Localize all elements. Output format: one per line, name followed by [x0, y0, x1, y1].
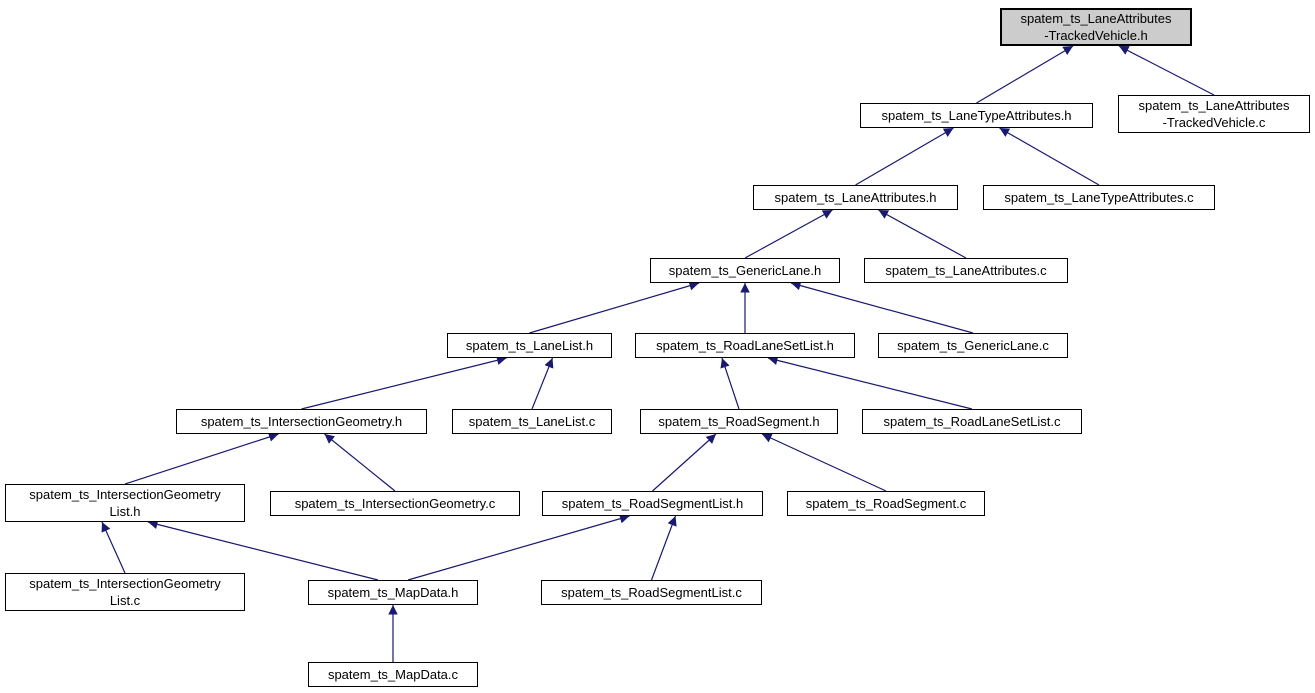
- graph-node-label: spatem_ts_GenericLane.h: [668, 263, 822, 278]
- graph-node-road-lane-set-list-h[interactable]: spatem_ts_RoadLaneSetList.h: [635, 333, 855, 358]
- include-edge-lane-attributes-h--lane-type-attributes-h: [855, 127, 954, 186]
- include-edge-intersection-geometry-h--lane-list-h: [301, 355, 507, 410]
- include-edge-generic-lane-c--generic-lane-h: [790, 280, 974, 334]
- include-edge-lane-attributes-tracked-vehicle-c--lane-attributes-tracked-vehicle-h: [1118, 45, 1215, 96]
- graph-node-label: -TrackedVehicle.c: [1162, 115, 1266, 130]
- include-edge-road-segment-list-c--road-segment-list-h: [650, 515, 677, 581]
- graph-node-label: spatem_ts_LaneAttributes: [1138, 98, 1290, 113]
- graph-node-label: spatem_ts_MapData.h: [327, 585, 459, 600]
- graph-node-label: spatem_ts_MapData.c: [327, 667, 459, 682]
- graph-node-label: spatem_ts_LaneTypeAttributes.h: [881, 108, 1072, 123]
- graph-node-label: spatem_ts_RoadSegment.h: [658, 414, 820, 429]
- graph-node-label: spatem_ts_LaneList.c: [468, 414, 596, 429]
- graph-node-lane-attributes-tracked-vehicle-c[interactable]: spatem_ts_LaneAttributes -TrackedVehicle.…: [1118, 95, 1310, 133]
- include-edge-road-lane-set-list-c--road-lane-set-list-h: [767, 355, 973, 410]
- graph-node-label: List.h: [109, 504, 141, 519]
- graph-node-lane-type-attributes-c[interactable]: spatem_ts_LaneTypeAttributes.c: [983, 185, 1215, 210]
- include-edge-generic-lane-h--lane-attributes-h: [744, 209, 833, 259]
- graph-node-label: spatem_ts_RoadLaneSetList.c: [883, 414, 1061, 429]
- graph-node-generic-lane-h[interactable]: spatem_ts_GenericLane.h: [650, 258, 840, 283]
- include-edge-intersection-geometry-c--intersection-geometry-h: [324, 433, 396, 492]
- graph-node-label: -TrackedVehicle.h: [1044, 28, 1148, 43]
- graph-node-label: spatem_ts_IntersectionGeometry: [29, 576, 221, 591]
- graph-node-intersection-geometry-c[interactable]: spatem_ts_IntersectionGeometry.c: [270, 491, 520, 516]
- graph-node-lane-type-attributes-h[interactable]: spatem_ts_LaneTypeAttributes.h: [860, 103, 1093, 128]
- include-edge-lane-type-attributes-c--lane-type-attributes-h: [999, 127, 1100, 186]
- graph-node-label: spatem_ts_IntersectionGeometry.c: [294, 496, 496, 511]
- graph-node-label: spatem_ts_LaneTypeAttributes.c: [1004, 190, 1194, 205]
- graph-node-label: List.c: [109, 593, 141, 608]
- include-edge-intersection-geometry-list-h--intersection-geometry-h: [124, 432, 279, 485]
- include-edge-lane-attributes-c--lane-attributes-h: [878, 209, 967, 259]
- graph-node-label: spatem_ts_LaneAttributes.c: [885, 263, 1047, 278]
- include-edge-lane-type-attributes-h--lane-attributes-tracked-vehicle-h: [976, 45, 1074, 104]
- include-edge-road-segment-c--road-segment-h: [761, 433, 887, 492]
- graph-node-road-segment-list-c[interactable]: spatem_ts_RoadSegmentList.c: [541, 580, 762, 605]
- graph-node-label: spatem_ts_IntersectionGeometry.h: [200, 414, 403, 429]
- graph-node-label: spatem_ts_LaneAttributes.h: [774, 190, 937, 205]
- graph-node-label: spatem_ts_IntersectionGeometry: [29, 487, 221, 502]
- graph-node-lane-list-h[interactable]: spatem_ts_LaneList.h: [447, 333, 612, 358]
- include-edge-map-data-h--intersection-geometry-list-h: [147, 519, 379, 581]
- graph-node-label: spatem_ts_RoadLaneSetList.h: [656, 338, 834, 353]
- graph-node-map-data-c[interactable]: spatem_ts_MapData.c: [308, 662, 478, 687]
- graph-node-lane-attributes-tracked-vehicle-h[interactable]: spatem_ts_LaneAttributes -TrackedVehicle.…: [1000, 8, 1192, 46]
- include-edge-road-segment-list-h--road-segment-h: [652, 433, 717, 492]
- graph-node-label: spatem_ts_GenericLane.c: [897, 338, 1049, 353]
- include-edge-map-data-h--road-segment-list-h: [407, 514, 630, 581]
- include-edge-intersection-geometry-list-c--intersection-geometry-list-h: [101, 521, 126, 574]
- graph-node-generic-lane-c[interactable]: spatem_ts_GenericLane.c: [878, 333, 1068, 358]
- include-edge-lane-list-c--lane-list-h: [531, 357, 554, 410]
- graph-node-label: spatem_ts_RoadSegment.c: [805, 496, 967, 511]
- graph-node-road-lane-set-list-c[interactable]: spatem_ts_RoadLaneSetList.c: [862, 409, 1082, 434]
- graph-node-label: spatem_ts_RoadSegmentList.h: [561, 496, 744, 511]
- graph-node-road-segment-list-h[interactable]: spatem_ts_RoadSegmentList.h: [542, 491, 763, 516]
- graph-node-lane-attributes-c[interactable]: spatem_ts_LaneAttributes.c: [864, 258, 1068, 283]
- graph-node-road-segment-h[interactable]: spatem_ts_RoadSegment.h: [640, 409, 838, 434]
- graph-node-lane-list-c[interactable]: spatem_ts_LaneList.c: [452, 409, 612, 434]
- graph-node-label: spatem_ts_LaneAttributes: [1020, 11, 1172, 26]
- graph-node-label: spatem_ts_LaneList.h: [465, 338, 594, 353]
- include-edge-road-segment-h--road-lane-set-list-h: [720, 357, 740, 410]
- graph-node-road-segment-c[interactable]: spatem_ts_RoadSegment.c: [787, 491, 985, 516]
- graph-node-intersection-geometry-h[interactable]: spatem_ts_IntersectionGeometry.h: [176, 409, 427, 434]
- graph-node-map-data-h[interactable]: spatem_ts_MapData.h: [308, 580, 478, 605]
- graph-node-lane-attributes-h[interactable]: spatem_ts_LaneAttributes.h: [753, 185, 958, 210]
- include-edge-lane-list-h--generic-lane-h: [529, 281, 700, 334]
- graph-node-label: spatem_ts_RoadSegmentList.c: [561, 585, 742, 600]
